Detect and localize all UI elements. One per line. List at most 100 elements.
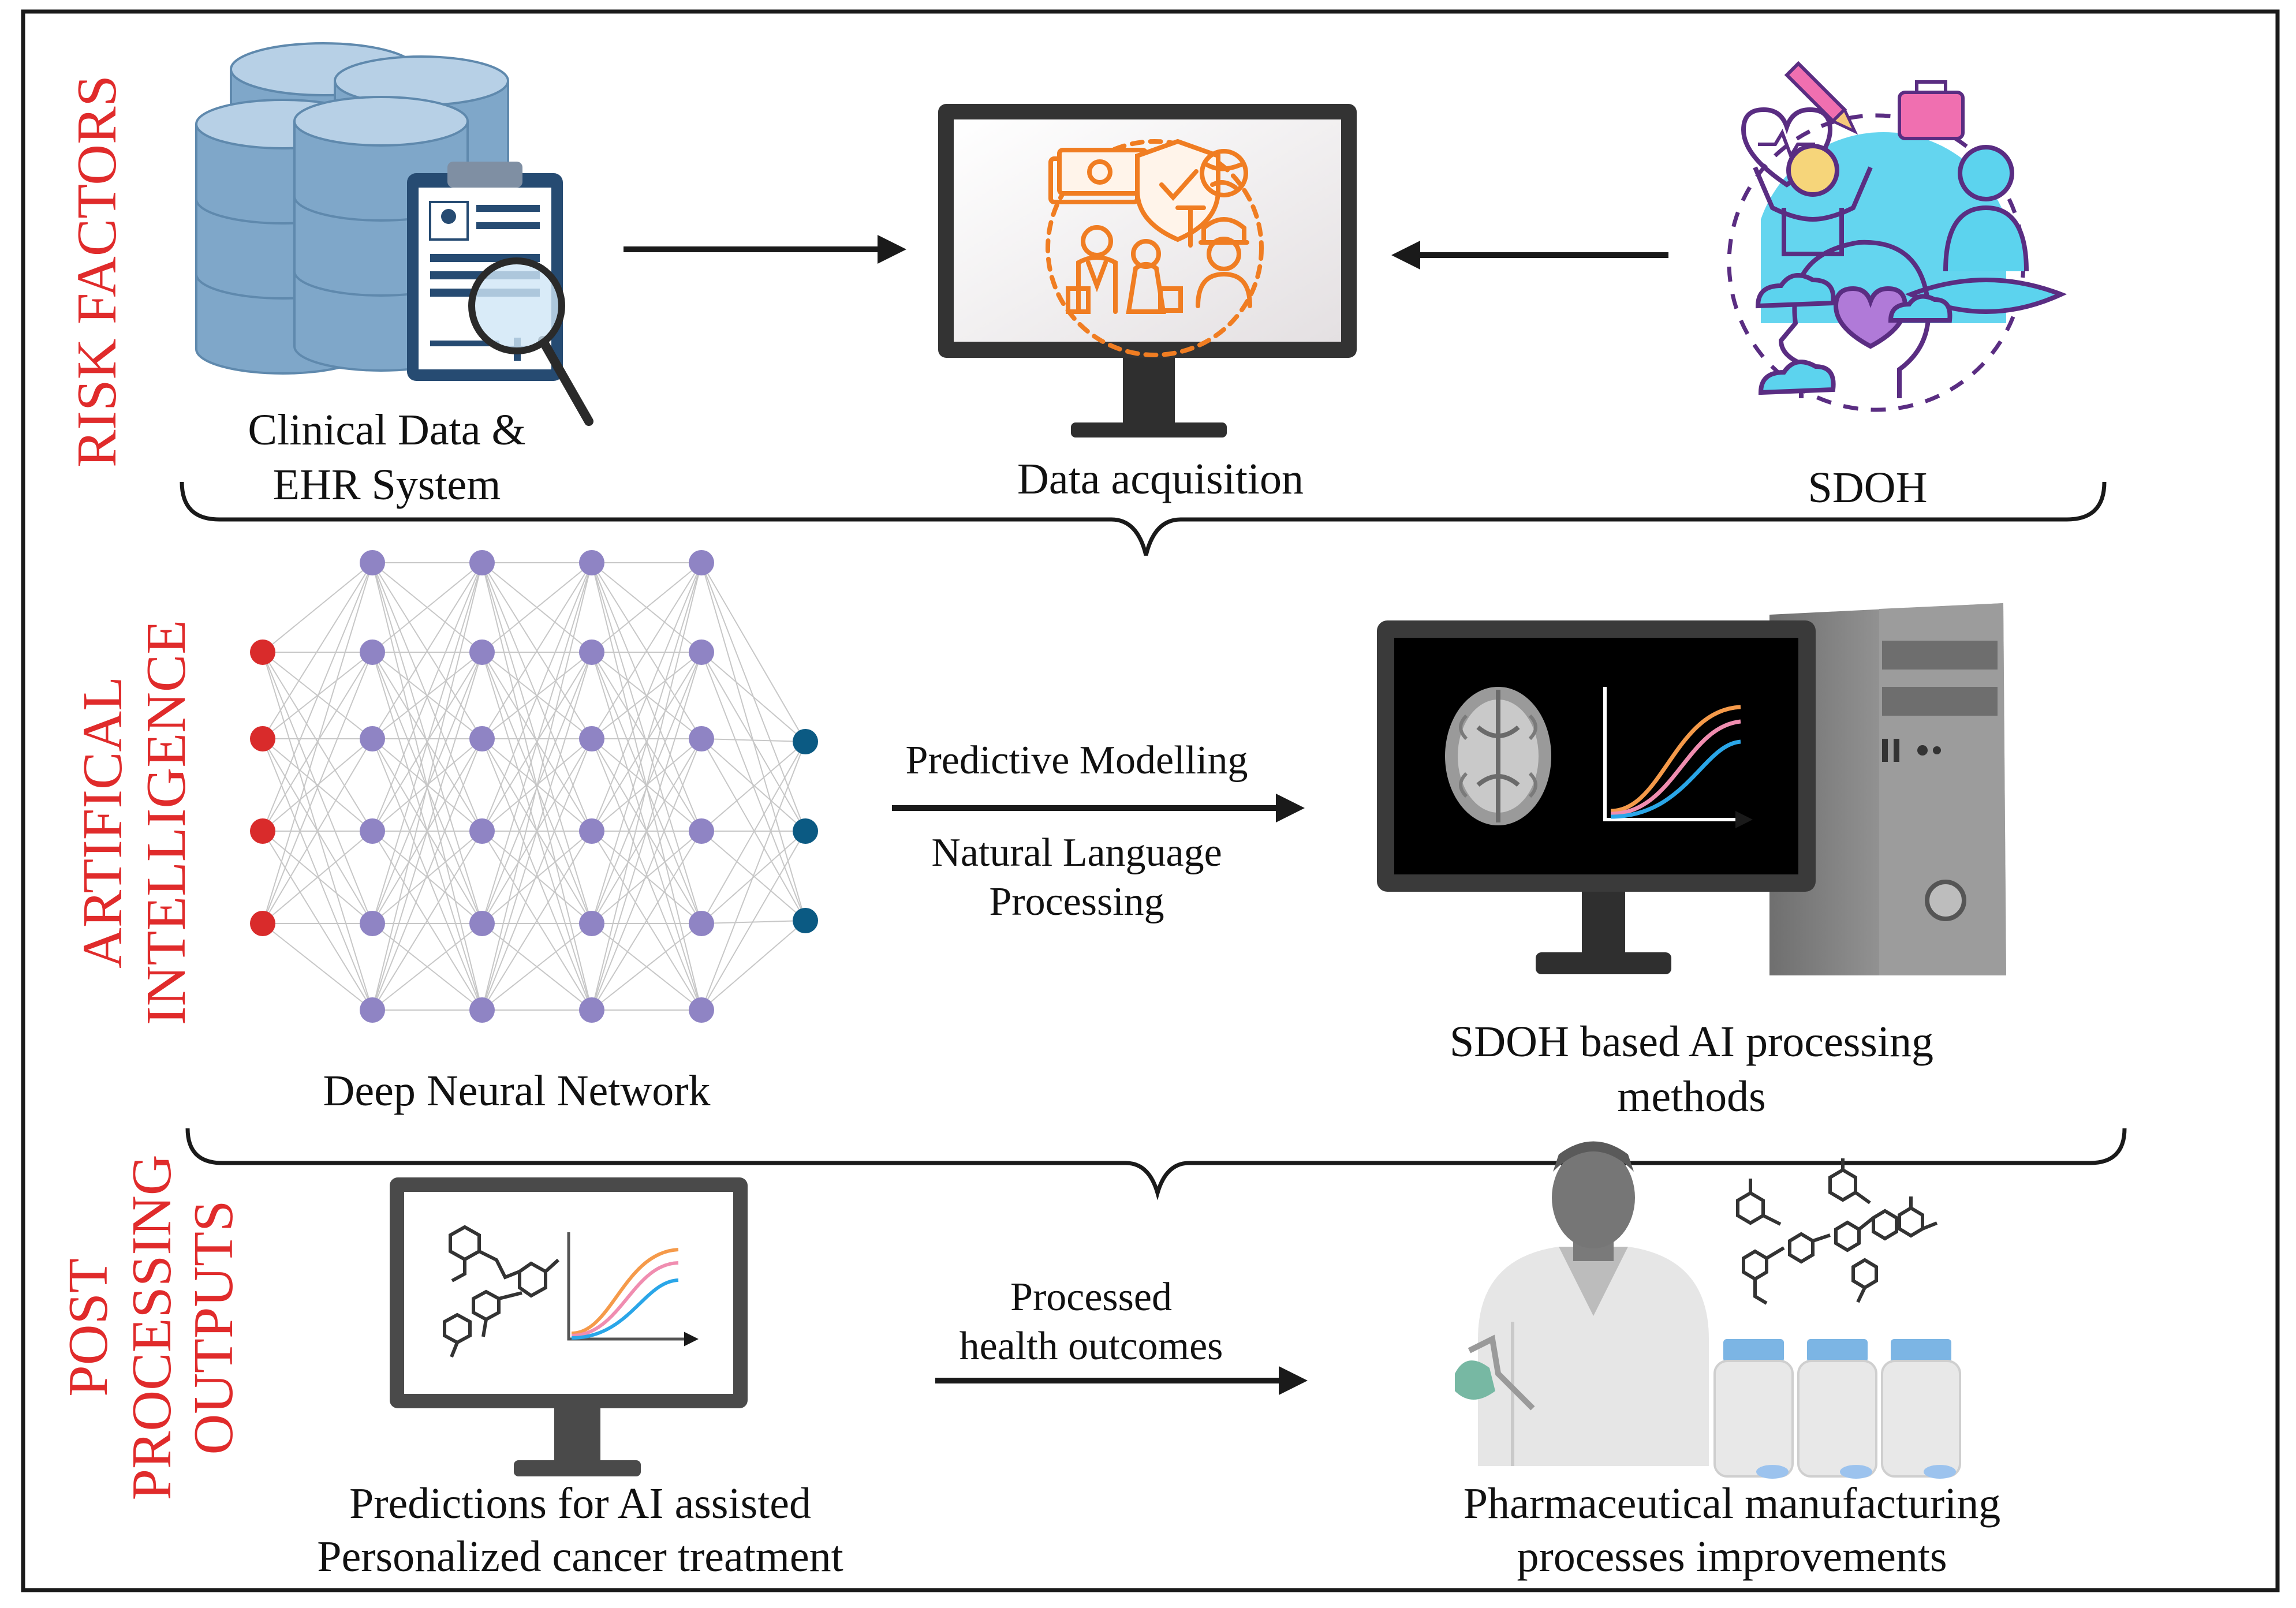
ehr-label-line: EHR System bbox=[273, 461, 501, 509]
arrow-outcomes-label-line: health outcomes bbox=[960, 1324, 1223, 1368]
brain-icon bbox=[1445, 687, 1551, 825]
network-edge bbox=[701, 738, 806, 921]
network-input-node bbox=[250, 818, 275, 844]
network-edge bbox=[481, 562, 592, 924]
network-hidden-node bbox=[689, 818, 714, 844]
network-hidden-node bbox=[689, 997, 714, 1023]
money-icon bbox=[1048, 148, 1148, 204]
section-label-artificial-intelligence: ARTIFICAL INTELLIGENCE bbox=[72, 620, 197, 1025]
chart-icon bbox=[1603, 687, 1753, 828]
arrow-modelling-group: Predictive Modelling Natural Language Pr… bbox=[892, 738, 1305, 924]
sdoh-label: SDOH bbox=[1808, 463, 1928, 512]
network-hidden-node bbox=[689, 640, 714, 665]
network-edge bbox=[262, 562, 373, 924]
predictions-label: Predictions for AI assisted Personalized… bbox=[317, 1479, 843, 1581]
network-edge bbox=[262, 738, 373, 832]
dashed-circle-icon bbox=[1046, 139, 1264, 357]
arrow-bottom-label-line: Natural Language bbox=[931, 831, 1222, 875]
network-edge bbox=[262, 562, 373, 653]
ehr-label-line: Clinical Data & bbox=[248, 406, 525, 454]
bottle-icon bbox=[1713, 1339, 1961, 1479]
network-edge bbox=[701, 741, 806, 1011]
network-output-node bbox=[793, 818, 818, 844]
network-label: Deep Neural Network bbox=[323, 1067, 710, 1115]
workstation-label: SDOH based AI processing methods bbox=[1450, 1018, 1933, 1121]
acquisition-icons bbox=[1046, 139, 1264, 357]
sdoh-illustration bbox=[1727, 61, 2067, 412]
network-edge bbox=[481, 831, 592, 1011]
network-edge bbox=[591, 738, 702, 1011]
monitor-icon bbox=[938, 104, 1357, 437]
network-hidden-node bbox=[469, 726, 495, 751]
head-icon bbox=[1755, 240, 1952, 398]
arrow-bottom-label-line: Processing bbox=[989, 880, 1164, 924]
outer-frame bbox=[21, 9, 2280, 1592]
network-edge bbox=[262, 923, 373, 1011]
worker-icon bbox=[1175, 205, 1252, 308]
briefcase-icon bbox=[1898, 80, 1965, 140]
network-hidden-node bbox=[360, 911, 385, 936]
family-icon bbox=[1066, 225, 1183, 314]
network-edge bbox=[481, 831, 592, 924]
network-edge bbox=[372, 831, 483, 1011]
network-edge bbox=[262, 738, 373, 924]
network-edge bbox=[372, 738, 483, 1011]
network-input-node bbox=[250, 726, 275, 751]
person-icon bbox=[1753, 144, 1873, 256]
network-hidden-node bbox=[689, 726, 714, 751]
network-edge bbox=[591, 562, 702, 653]
network-hidden-node bbox=[360, 550, 385, 575]
network-input-node bbox=[250, 911, 275, 936]
workstation-label-line: SDOH based AI processing bbox=[1450, 1018, 1933, 1066]
network-hidden-node bbox=[469, 997, 495, 1023]
network-output-node bbox=[793, 729, 818, 754]
network-edge bbox=[591, 562, 702, 924]
network-edge bbox=[262, 831, 373, 924]
network-edge bbox=[481, 562, 592, 1011]
network-edge bbox=[701, 831, 806, 1011]
acquisition-label: Data acquisition bbox=[1017, 455, 1304, 503]
section-label-line: POST bbox=[57, 1258, 120, 1397]
network-edge bbox=[701, 652, 806, 832]
network-edge bbox=[372, 562, 483, 1011]
network-output-node bbox=[793, 908, 818, 933]
workstation-monitor-icon bbox=[1377, 620, 1816, 974]
shield-icon bbox=[1135, 139, 1220, 242]
workstation-label-line: methods bbox=[1617, 1072, 1766, 1121]
network-edge bbox=[481, 562, 592, 832]
network-edge bbox=[372, 831, 483, 924]
arrow-top-label: Predictive Modelling bbox=[906, 738, 1248, 783]
network-edge bbox=[481, 923, 592, 1011]
neural-network-edges bbox=[262, 562, 806, 1011]
network-hidden-node bbox=[689, 550, 714, 575]
section-label-line: OUTPUTS bbox=[182, 1200, 245, 1454]
magnifier-icon bbox=[468, 257, 593, 426]
arrow-outcomes-label-line: Processed bbox=[1010, 1275, 1172, 1319]
network-hidden-node bbox=[579, 640, 604, 665]
network-edge bbox=[262, 738, 373, 1011]
neural-network bbox=[250, 550, 818, 1023]
globe-icon bbox=[1200, 149, 1248, 197]
molecule-icon bbox=[443, 1225, 560, 1358]
network-edge bbox=[701, 652, 806, 742]
section-label-line: INTELLIGENCE bbox=[135, 620, 197, 1025]
section-label-line: ARTIFICAL bbox=[72, 676, 134, 968]
network-edge bbox=[701, 741, 806, 832]
arrow-outcomes-group: Processed health outcomes bbox=[935, 1275, 1308, 1395]
network-hidden-node bbox=[360, 640, 385, 665]
network-edge bbox=[481, 738, 592, 1011]
network-hidden-node bbox=[360, 818, 385, 844]
network-input-node bbox=[250, 640, 275, 665]
predictions-label-line: Personalized cancer treatment bbox=[317, 1532, 843, 1581]
meditating-person-icon bbox=[1905, 145, 2067, 314]
network-edge bbox=[591, 652, 702, 1011]
network-hidden-node bbox=[469, 640, 495, 665]
pencil-icon bbox=[1784, 61, 1858, 135]
scientist-icon bbox=[1455, 1141, 1709, 1466]
network-edge bbox=[372, 562, 483, 653]
predictions-chart-icon bbox=[567, 1232, 699, 1347]
network-edge bbox=[591, 562, 702, 739]
network-edge bbox=[591, 831, 702, 1011]
network-edge bbox=[701, 920, 806, 1011]
